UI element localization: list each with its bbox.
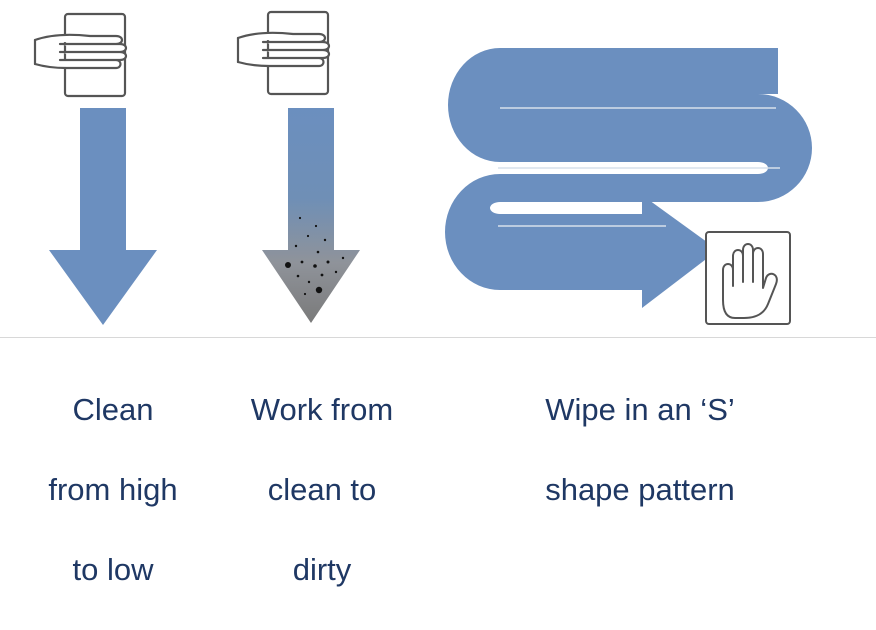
caption-line: clean to [267,472,377,507]
hand-with-cloth-icon [33,12,128,98]
wipe-path-lane-lines [498,107,780,227]
caption-divider [0,337,876,338]
hand-with-cloth-icon [236,10,331,96]
caption-line: dirty [292,552,352,587]
caption-line: Clean [72,392,154,427]
caption-line: from high [48,472,178,507]
caption-line: Work from [250,392,394,427]
dirt-specks [285,216,345,296]
caption-s-shape-pattern: Wipe in an ‘S’ shape pattern [500,350,780,550]
cleaning-technique-diagram: Clean from high to low Work from clean t… [0,10,876,587]
high-to-low-arrow [49,108,157,325]
s-shape-wipe-path [445,48,812,308]
open-hand-on-cloth-icon [705,231,791,325]
caption-clean-high-to-low: Clean from high to low [28,350,198,630]
caption-clean-to-dirty: Work from clean to dirty [222,350,422,630]
caption-line: Wipe in an ‘S’ [545,392,735,427]
caption-line: shape pattern [545,472,735,507]
diagram-artwork [33,10,812,325]
clean-to-dirty-arrow [262,108,360,323]
caption-line: to low [72,552,154,587]
